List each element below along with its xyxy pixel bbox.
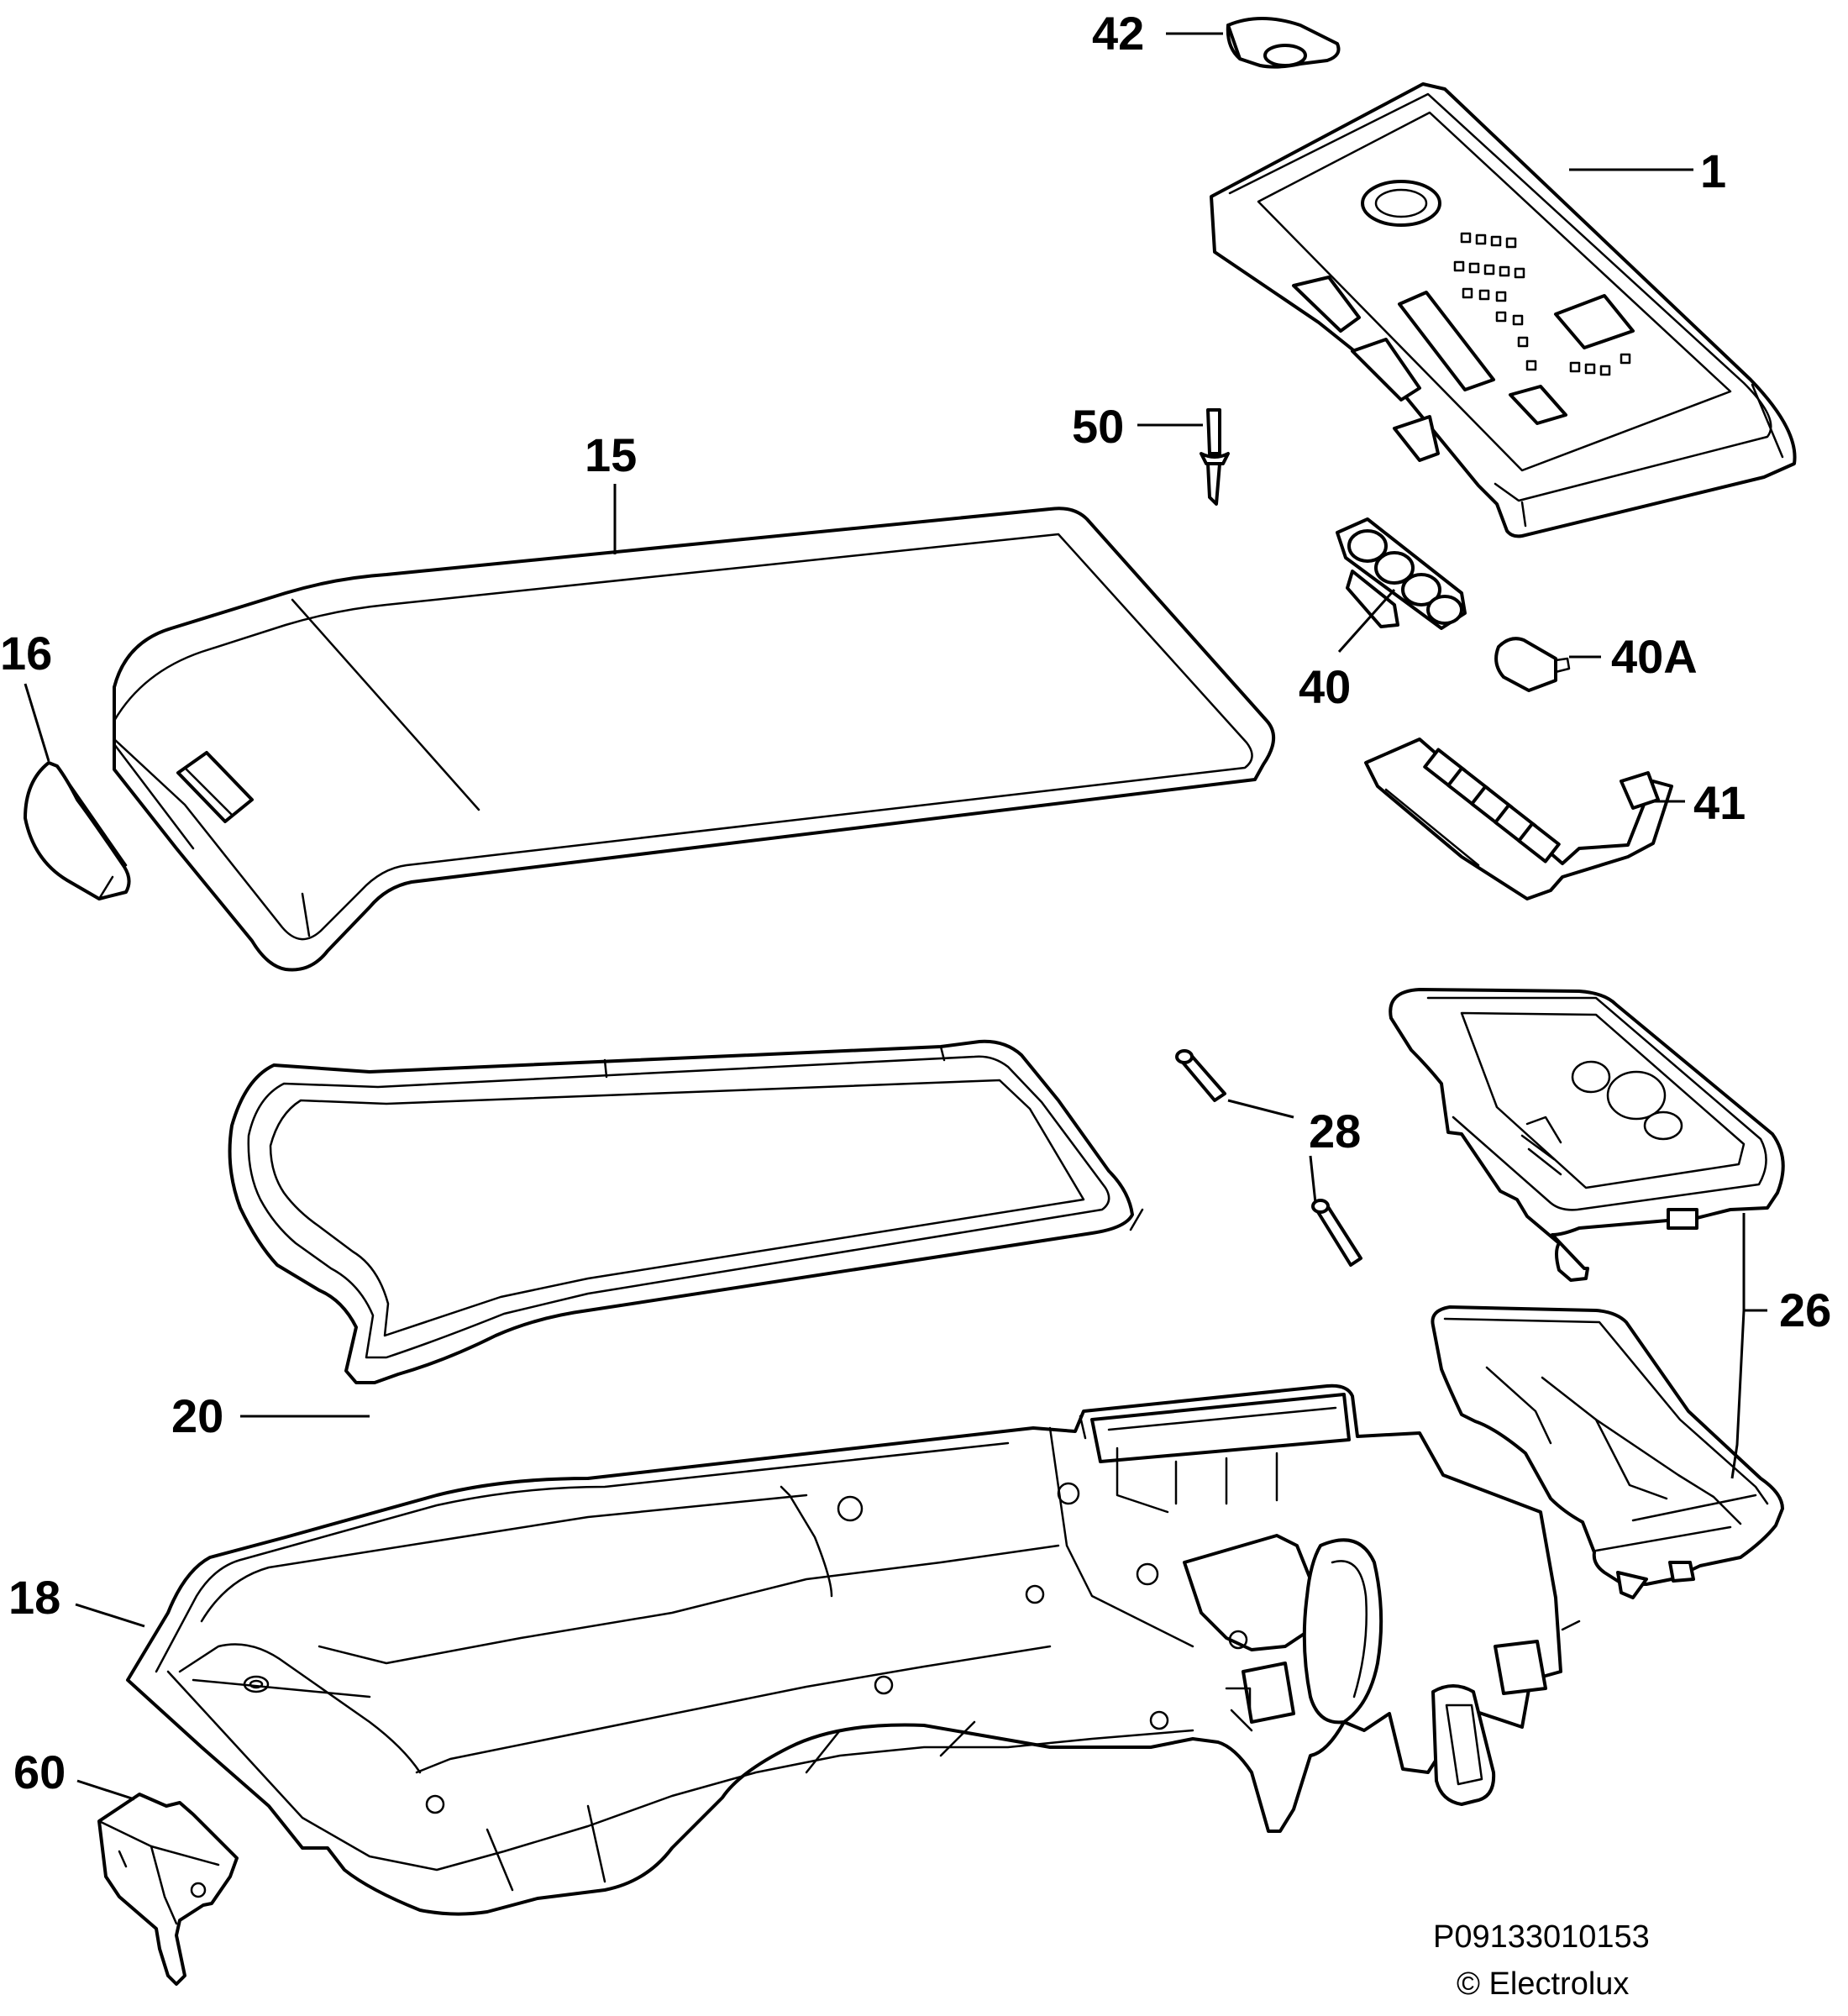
button-grid-icon [1453, 232, 1631, 376]
part-26-drawer-body [1431, 1305, 1784, 1599]
callout-18: 18 [8, 1571, 60, 1624]
copyright-notice: © Electrolux [1457, 1966, 1629, 2002]
callout-26: 26 [1779, 1284, 1831, 1336]
callout-20: 20 [171, 1389, 223, 1442]
part-41-switch-board [1364, 738, 1673, 900]
part-40-button-assembly [1336, 517, 1467, 630]
part-15-lid [113, 507, 1275, 972]
leader-40 [1337, 589, 1396, 653]
callout-15: 15 [585, 428, 637, 481]
part-16-end-cap [24, 761, 131, 900]
part-1-control-panel [1210, 82, 1797, 538]
callout-1: 1 [1700, 144, 1726, 197]
callout-50: 50 [1072, 400, 1124, 453]
leader-28b [1309, 1155, 1317, 1204]
callout-labels: 42 1 50 15 16 40 40A 41 28 26 20 18 60 [0, 7, 1831, 1798]
part-42-knob [1226, 17, 1341, 69]
footer: P09133010153 © Electrolux [1433, 1919, 1650, 2002]
part-18-base-tray [126, 1383, 1581, 1916]
part-40a-small-button [1494, 637, 1571, 692]
callout-42: 42 [1092, 7, 1144, 60]
leader-lines [24, 32, 1767, 1801]
callout-40: 40 [1299, 660, 1351, 713]
callout-28: 28 [1309, 1105, 1361, 1158]
part-28-pins [1175, 1049, 1362, 1267]
callout-16: 16 [0, 627, 52, 680]
callout-60: 60 [13, 1746, 66, 1798]
part-60-bracket [97, 1793, 239, 1986]
leader-26 [1730, 1213, 1767, 1479]
leader-28a [1227, 1099, 1294, 1119]
callout-41: 41 [1693, 776, 1746, 829]
part-50-screw [1200, 408, 1230, 506]
leader-16 [24, 683, 50, 762]
part-26-drawer-top [1389, 988, 1785, 1282]
leader-60 [76, 1779, 135, 1801]
leader-18 [75, 1603, 145, 1628]
callout-40a: 40A [1611, 630, 1698, 683]
diagram-code: P09133010153 [1433, 1919, 1650, 1955]
part-20-gasket [228, 1039, 1144, 1384]
